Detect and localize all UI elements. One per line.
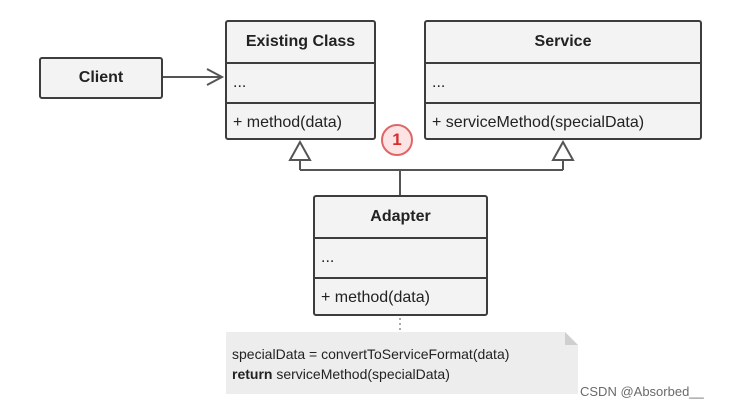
note-line-1: specialData = convertToServiceFormat(dat… bbox=[232, 346, 510, 362]
client-box: Client bbox=[39, 57, 163, 99]
client-label: Client bbox=[78, 69, 124, 86]
note-return-expression: serviceMethod(specialData) bbox=[272, 366, 450, 382]
note-line-2: return serviceMethod(specialData) bbox=[232, 364, 578, 384]
existing-class-title: Existing Class bbox=[227, 22, 374, 64]
service-box: Service ... + serviceMethod(specialData) bbox=[424, 20, 702, 140]
adapter-fields: ... bbox=[315, 239, 486, 279]
existing-class-methods: + method(data) bbox=[233, 114, 342, 131]
service-title: Service bbox=[426, 22, 700, 64]
code-note: specialData = convertToServiceFormat(dat… bbox=[226, 332, 578, 394]
adapter-methods: + method(data) bbox=[321, 289, 430, 306]
note-return-keyword: return bbox=[232, 366, 273, 382]
existing-class-box: Existing Class ... + method(data) bbox=[225, 20, 376, 140]
adapter-box: Adapter ... + method(data) bbox=[313, 195, 488, 316]
service-fields: ... bbox=[426, 64, 700, 104]
watermark: CSDN @Absorbed__ bbox=[580, 384, 704, 399]
client-association-arrowhead bbox=[206, 68, 225, 86]
step-number-badge: 1 bbox=[381, 124, 413, 156]
existing-class-fields: ... bbox=[227, 64, 374, 104]
service-inheritance-arrowhead bbox=[551, 139, 575, 161]
existing-inheritance-arrowhead bbox=[288, 139, 312, 161]
adapter-title: Adapter bbox=[315, 197, 486, 239]
service-methods: + serviceMethod(specialData) bbox=[432, 114, 645, 131]
